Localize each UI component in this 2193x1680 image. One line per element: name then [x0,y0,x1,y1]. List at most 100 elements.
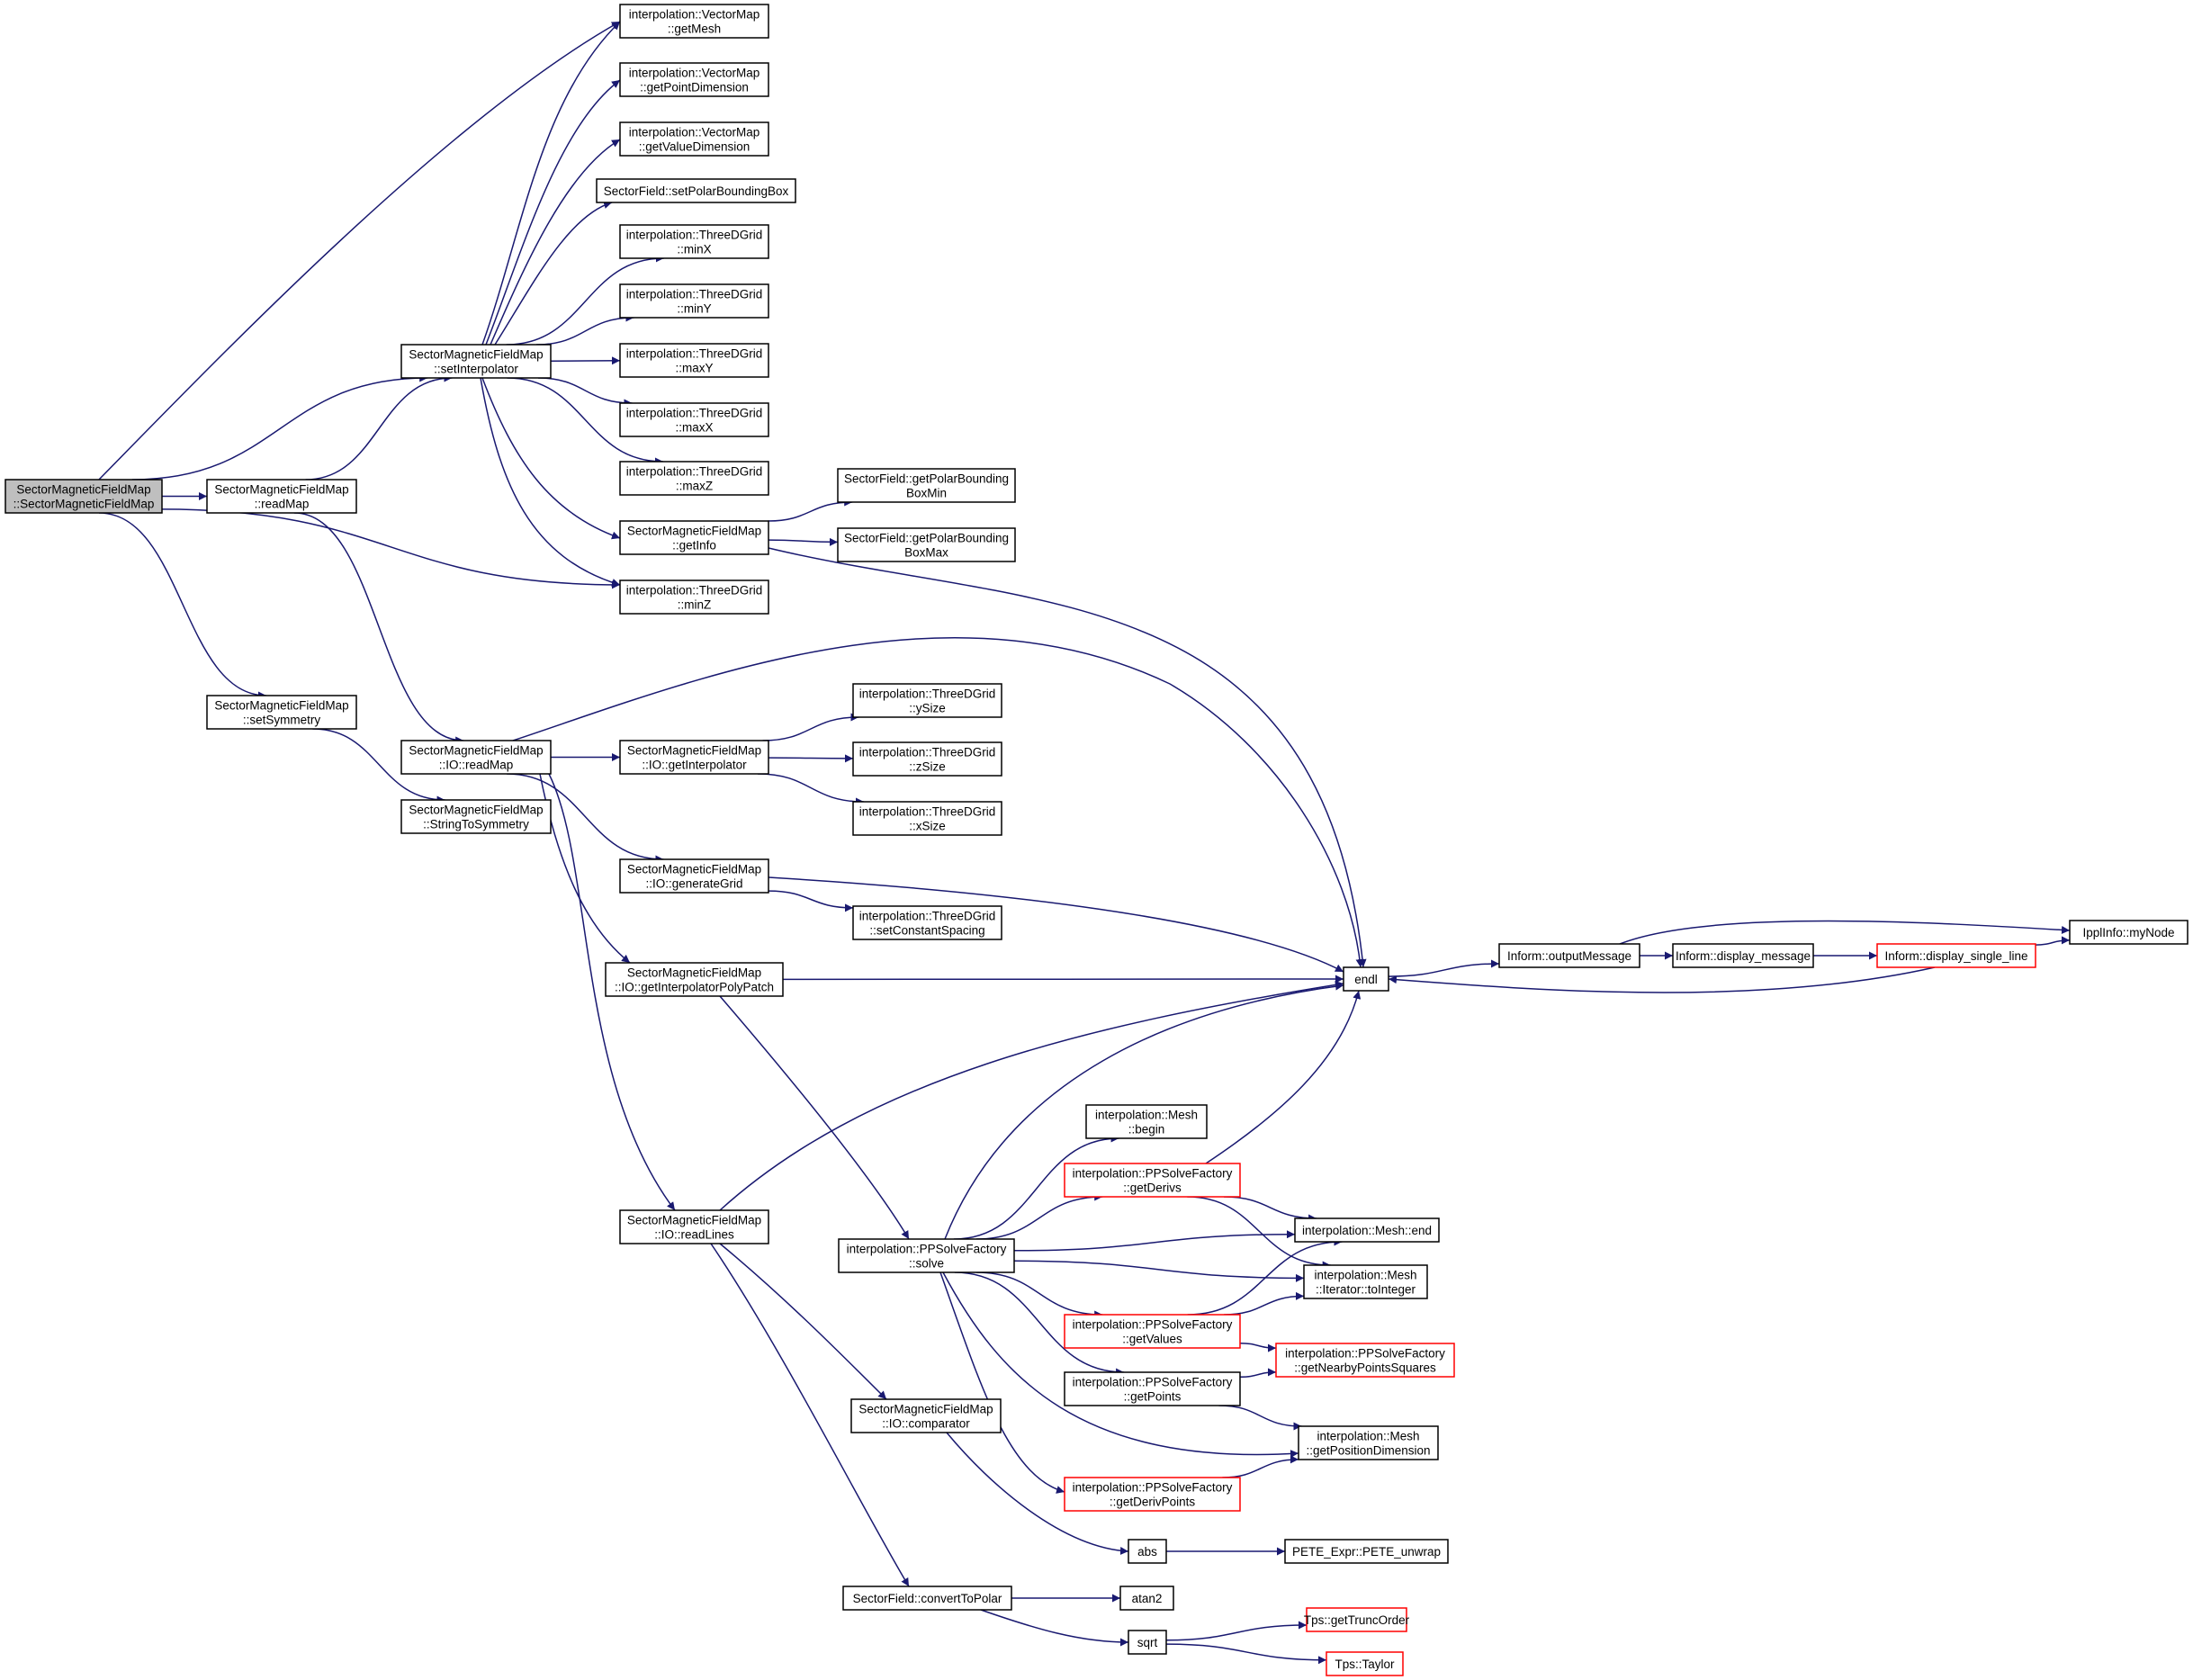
node-maxX[interactable]: interpolation::ThreeDGrid::maxX [619,402,769,437]
node-box-ioGetInterpolator[interactable] [619,740,769,775]
node-getValues[interactable]: interpolation::PPSolveFactory::getValues [1064,1314,1241,1349]
node-box-getDerivPoints[interactable] [1064,1477,1241,1512]
node-getPoints[interactable]: interpolation::PPSolveFactory::getPoints [1064,1371,1241,1406]
node-readMap[interactable]: SectorMagneticFieldMap::readMap [206,479,357,514]
node-maxY[interactable]: interpolation::ThreeDGrid::maxY [619,343,769,378]
node-box-zSize[interactable] [852,741,1002,777]
node-box-abs[interactable] [1128,1539,1167,1564]
node-displayMessage[interactable]: Inform::display_message [1672,943,1814,968]
node-stringToSymmetry[interactable]: SectorMagneticFieldMap::StringToSymmetry [400,799,552,834]
node-setSymmetry[interactable]: SectorMagneticFieldMap::setSymmetry [206,695,357,730]
node-box-maxY[interactable] [619,343,769,378]
node-box-bbMin[interactable] [837,468,1016,503]
node-abs[interactable]: abs [1128,1539,1167,1564]
node-box-xSize[interactable] [852,801,1002,836]
node-box-minY[interactable] [619,283,769,319]
node-zSize[interactable]: interpolation::ThreeDGrid::zSize [852,741,1002,777]
node-box-getInfo[interactable] [619,520,769,555]
node-box-getDerivs[interactable] [1064,1163,1241,1198]
node-box-bbMax[interactable] [837,527,1016,562]
node-getPointDimension[interactable]: interpolation::VectorMap::getPointDimens… [619,62,769,97]
node-box-root[interactable] [4,479,163,514]
node-getInfo[interactable]: SectorMagneticFieldMap::getInfo [619,520,769,555]
node-box-taylor[interactable] [1326,1651,1404,1676]
node-box-minX[interactable] [619,224,769,259]
node-setPolarBoundingBox[interactable]: SectorField::setPolarBoundingBox [596,178,796,203]
node-box-getTruncOrder[interactable] [1306,1607,1407,1632]
node-box-peteUnwrap[interactable] [1284,1539,1449,1564]
node-toInteger[interactable]: interpolation::Mesh::Iterator::toInteger [1303,1264,1428,1299]
node-root[interactable]: SectorMagneticFieldMap::SectorMagneticFi… [4,479,163,514]
node-minY[interactable]: interpolation::ThreeDGrid::minY [619,283,769,319]
node-box-setConstantSpacing[interactable] [852,905,1002,940]
node-ioGetInterpolator[interactable]: SectorMagneticFieldMap::IO::getInterpola… [619,740,769,775]
node-box-comparator[interactable] [850,1398,1002,1433]
node-meshBegin[interactable]: interpolation::Mesh::begin [1085,1104,1208,1139]
node-atan2[interactable]: atan2 [1119,1586,1174,1611]
node-getMesh[interactable]: interpolation::VectorMap::getMesh [619,4,769,39]
node-box-sqrt[interactable] [1128,1630,1167,1655]
node-box-myNode[interactable] [2069,920,2189,945]
node-box-getValueDimension[interactable] [619,121,769,157]
node-box-maxZ[interactable] [619,461,769,496]
node-getDerivs[interactable]: interpolation::PPSolveFactory::getDerivs [1064,1163,1241,1198]
node-box-outputMessage[interactable] [1498,943,1640,968]
node-box-meshBegin[interactable] [1085,1104,1208,1139]
node-nearbySquares[interactable]: interpolation::PPSolveFactory::getNearby… [1275,1343,1455,1378]
node-box-ioReadMap[interactable] [400,740,552,775]
node-box-readLines[interactable] [619,1209,769,1244]
node-box-meshEnd[interactable] [1294,1217,1440,1243]
node-setInterpolator[interactable]: SectorMagneticFieldMap::setInterpolator [400,344,552,379]
node-myNode[interactable]: IpplInfo::myNode [2069,920,2189,945]
node-minZ[interactable]: interpolation::ThreeDGrid::minZ [619,579,769,615]
node-endl[interactable]: endl [1343,966,1389,992]
node-ioReadMap[interactable]: SectorMagneticFieldMap::IO::readMap [400,740,552,775]
node-getDerivPoints[interactable]: interpolation::PPSolveFactory::getDerivP… [1064,1477,1241,1512]
node-comparator[interactable]: SectorMagneticFieldMap::IO::comparator [850,1398,1002,1433]
node-readLines[interactable]: SectorMagneticFieldMap::IO::readLines [619,1209,769,1244]
node-box-toInteger[interactable] [1303,1264,1428,1299]
node-box-ySize[interactable] [852,683,1002,718]
node-box-polyPatch[interactable] [605,962,784,997]
node-minX[interactable]: interpolation::ThreeDGrid::minX [619,224,769,259]
node-generateGrid[interactable]: SectorMagneticFieldMap::IO::generateGrid [619,858,769,894]
node-box-displaySingleLine[interactable] [1876,943,2036,968]
node-box-nearbySquares[interactable] [1275,1343,1455,1378]
node-setConstantSpacing[interactable]: interpolation::ThreeDGrid::setConstantSp… [852,905,1002,940]
node-box-getPointDimension[interactable] [619,62,769,97]
node-taylor[interactable]: Tps::Taylor [1326,1651,1404,1676]
node-box-getValues[interactable] [1064,1314,1241,1349]
node-box-setPolarBoundingBox[interactable] [596,178,796,203]
node-sqrt[interactable]: sqrt [1128,1630,1167,1655]
node-box-displayMessage[interactable] [1672,943,1814,968]
node-ySize[interactable]: interpolation::ThreeDGrid::ySize [852,683,1002,718]
node-polyPatch[interactable]: SectorMagneticFieldMap::IO::getInterpola… [605,962,784,997]
node-displaySingleLine[interactable]: Inform::display_single_line [1876,943,2036,968]
node-box-positionDimension[interactable] [1298,1425,1439,1460]
node-box-generateGrid[interactable] [619,858,769,894]
node-box-maxX[interactable] [619,402,769,437]
node-box-setSymmetry[interactable] [206,695,357,730]
node-box-setInterpolator[interactable] [400,344,552,379]
node-box-getMesh[interactable] [619,4,769,39]
node-convertToPolar[interactable]: SectorField::convertToPolar [842,1586,1012,1611]
node-box-atan2[interactable] [1119,1586,1174,1611]
node-peteUnwrap[interactable]: PETE_Expr::PETE_unwrap [1284,1539,1449,1564]
node-solve[interactable]: interpolation::PPSolveFactory::solve [838,1238,1015,1273]
node-box-stringToSymmetry[interactable] [400,799,552,834]
node-box-minZ[interactable] [619,579,769,615]
node-box-endl[interactable] [1343,966,1389,992]
node-maxZ[interactable]: interpolation::ThreeDGrid::maxZ [619,461,769,496]
node-positionDimension[interactable]: interpolation::Mesh::getPositionDimensio… [1298,1425,1439,1460]
node-meshEnd[interactable]: interpolation::Mesh::end [1294,1217,1440,1243]
node-box-solve[interactable] [838,1238,1015,1273]
node-box-convertToPolar[interactable] [842,1586,1012,1611]
node-getTruncOrder[interactable]: Tps::getTruncOrder [1304,1607,1410,1632]
node-box-readMap[interactable] [206,479,357,514]
node-getValueDimension[interactable]: interpolation::VectorMap::getValueDimens… [619,121,769,157]
node-xSize[interactable]: interpolation::ThreeDGrid::xSize [852,801,1002,836]
node-outputMessage[interactable]: Inform::outputMessage [1498,943,1640,968]
node-box-getPoints[interactable] [1064,1371,1241,1406]
